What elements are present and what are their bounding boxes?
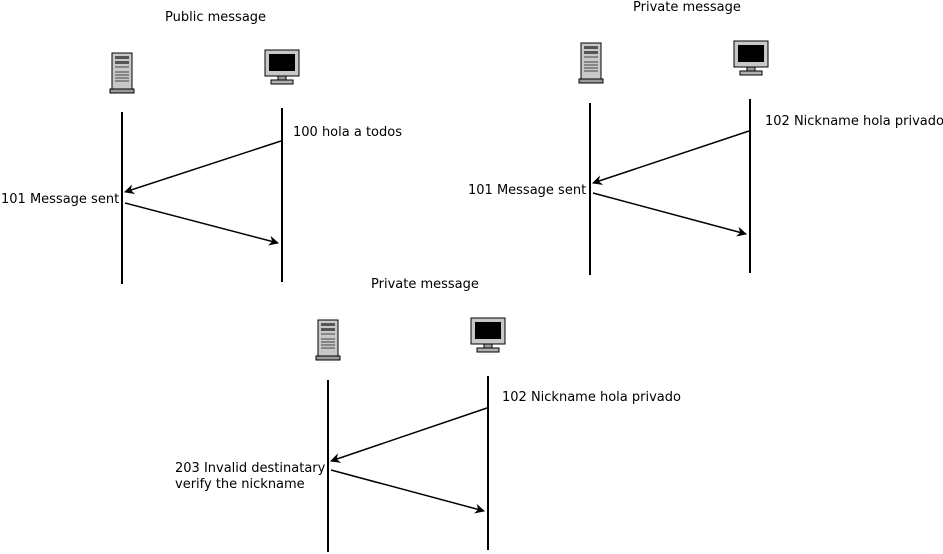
diagram-title: Private message [371, 277, 479, 292]
response-message-label: 101 Message sent [1, 192, 120, 207]
request-message-label: 102 Nickname hola privado [502, 390, 681, 405]
request-message-label: 102 Nickname hola privado [765, 114, 943, 129]
server-tower-icon [578, 42, 604, 84]
response-arrow [330, 469, 485, 514]
request-arrow [330, 407, 488, 463]
server-tower-icon [315, 319, 341, 361]
response-message-label: verify the nickname [175, 477, 305, 492]
diagram-title: Private message [633, 0, 741, 15]
response-arrow [592, 192, 747, 237]
request-arrow [592, 130, 750, 185]
request-arrow [124, 140, 282, 194]
computer-monitor-icon [470, 317, 506, 353]
diagram-private-message-invalid [315, 317, 506, 552]
computer-monitor-icon [264, 49, 300, 85]
server-tower-icon [109, 52, 135, 94]
response-message-label: 203 Invalid destinatary [175, 461, 326, 476]
computer-monitor-icon [733, 40, 769, 76]
response-arrow [124, 202, 279, 246]
diagram-title: Public message [165, 10, 267, 25]
diagram-private-message-success [578, 40, 769, 275]
request-message-label: 100 hola a todos [293, 125, 402, 140]
response-message-label: 101 Message sent [468, 183, 587, 198]
diagram-public-message [109, 49, 300, 284]
